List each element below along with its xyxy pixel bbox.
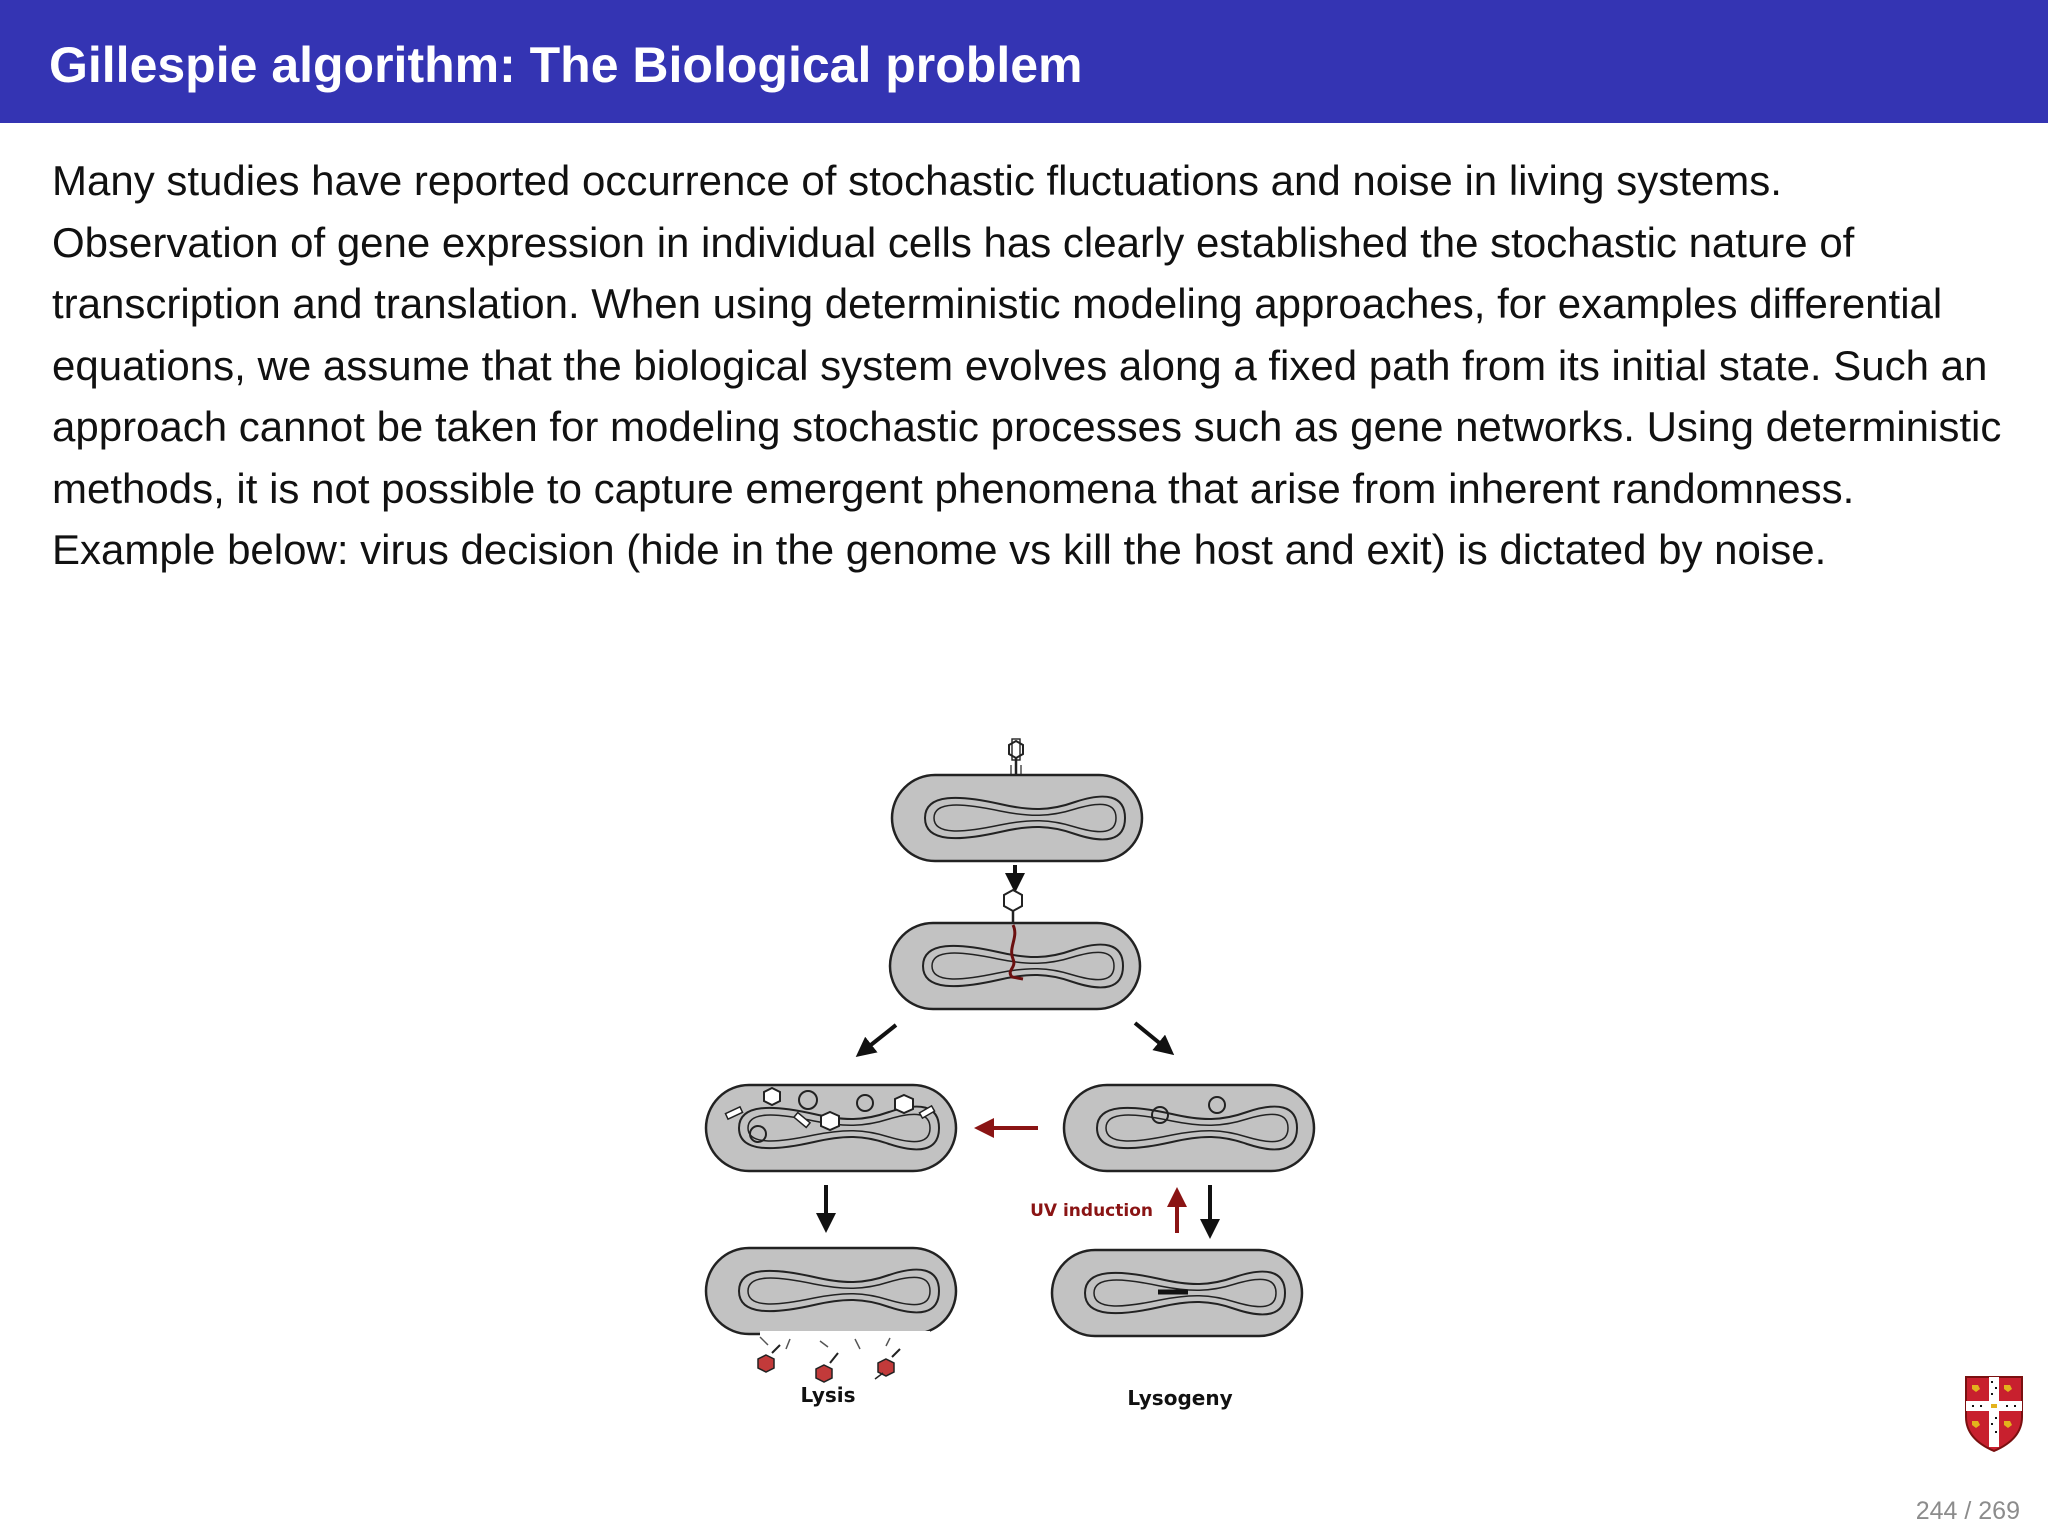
cell-infection	[890, 773, 1144, 863]
phage-attaching	[1008, 738, 1024, 777]
university-crest-icon	[1962, 1373, 2026, 1453]
arrow-to-lysogenic	[1133, 1021, 1175, 1056]
cell-injected	[888, 921, 1142, 1011]
cell-lysis	[704, 1246, 958, 1350]
uv-induction-label: UV induction	[1030, 1201, 1153, 1221]
lysis-label: Lysis	[800, 1383, 855, 1407]
cell-lytic-replication	[704, 1083, 958, 1173]
arrow-to-lytic	[855, 1023, 898, 1057]
slide-body-text: Many studies have reported occurrence of…	[52, 157, 2002, 573]
phage-lifecycle-svg: UV induction Lysis	[704, 738, 1316, 1410]
slide-title: Gillespie algorithm: The Biological prob…	[49, 37, 1083, 93]
phage-lifecycle-diagram: UV induction Lysis	[690, 725, 1340, 1435]
lysogeny-label: Lysogeny	[1127, 1386, 1232, 1410]
title-bar: Gillespie algorithm: The Biological prob…	[0, 0, 2048, 123]
cell-circularized	[1062, 1083, 1316, 1173]
page-number: 244 / 269	[1915, 1497, 2020, 1525]
released-phages	[757, 1344, 901, 1383]
cell-lysogeny	[1050, 1248, 1304, 1338]
